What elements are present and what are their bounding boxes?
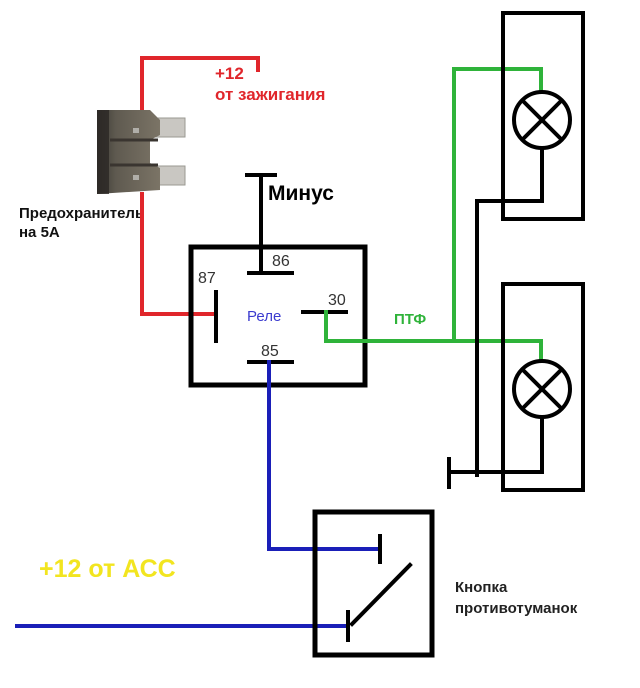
fog-lamp-wires <box>324 67 543 362</box>
fog-lamp-bottom <box>447 282 585 492</box>
fuse-label-line1: Предохранитель <box>19 205 144 222</box>
ignition-plus-label: +12 <box>215 64 244 83</box>
ignition-source-label: от зажигания <box>215 85 325 104</box>
fog-button <box>312 509 435 658</box>
fog-lamp-bottom-housing <box>501 282 585 492</box>
lamp-icon <box>512 359 572 419</box>
button-label-line2: противотуманок <box>455 600 578 617</box>
relay-box <box>188 244 368 388</box>
ground-label: Минус <box>268 182 334 205</box>
top-lamp-feed-wire <box>452 67 543 343</box>
ignition-wire <box>140 56 260 115</box>
button-label-line1: Кнопка <box>455 579 508 596</box>
switch-lever <box>349 562 413 627</box>
relay-to-lamps-wire <box>324 310 543 362</box>
fuse-label-line2: на 5А <box>19 224 60 241</box>
relay-pin-87-label: 87 <box>198 270 216 287</box>
fog-lamp-bottom-ground-wire <box>447 415 544 474</box>
ground-terminal <box>245 173 277 274</box>
fog-lamp-top-ground-wire <box>475 146 544 477</box>
fuse-icon <box>97 110 186 194</box>
relay: 86 87 30 85 Реле <box>188 244 368 388</box>
fog-lamp-top-housing <box>501 11 585 221</box>
relay-to-button-wire <box>267 360 381 551</box>
fog-button-housing <box>312 509 435 658</box>
fog-lights-label: ПТФ <box>394 311 426 328</box>
acc-label: +12 от АСС <box>39 555 176 583</box>
relay-pin-85-label: 85 <box>261 343 279 360</box>
relay-pin-86-label: 86 <box>272 253 290 270</box>
relay-pin-30-label: 30 <box>328 292 346 309</box>
lamp-icon <box>512 90 572 150</box>
fuse-to-relay-wire <box>140 192 217 316</box>
fog-lamp-top <box>475 11 585 477</box>
ignition-wire-top <box>140 56 260 115</box>
relay-label: Реле <box>247 308 281 325</box>
